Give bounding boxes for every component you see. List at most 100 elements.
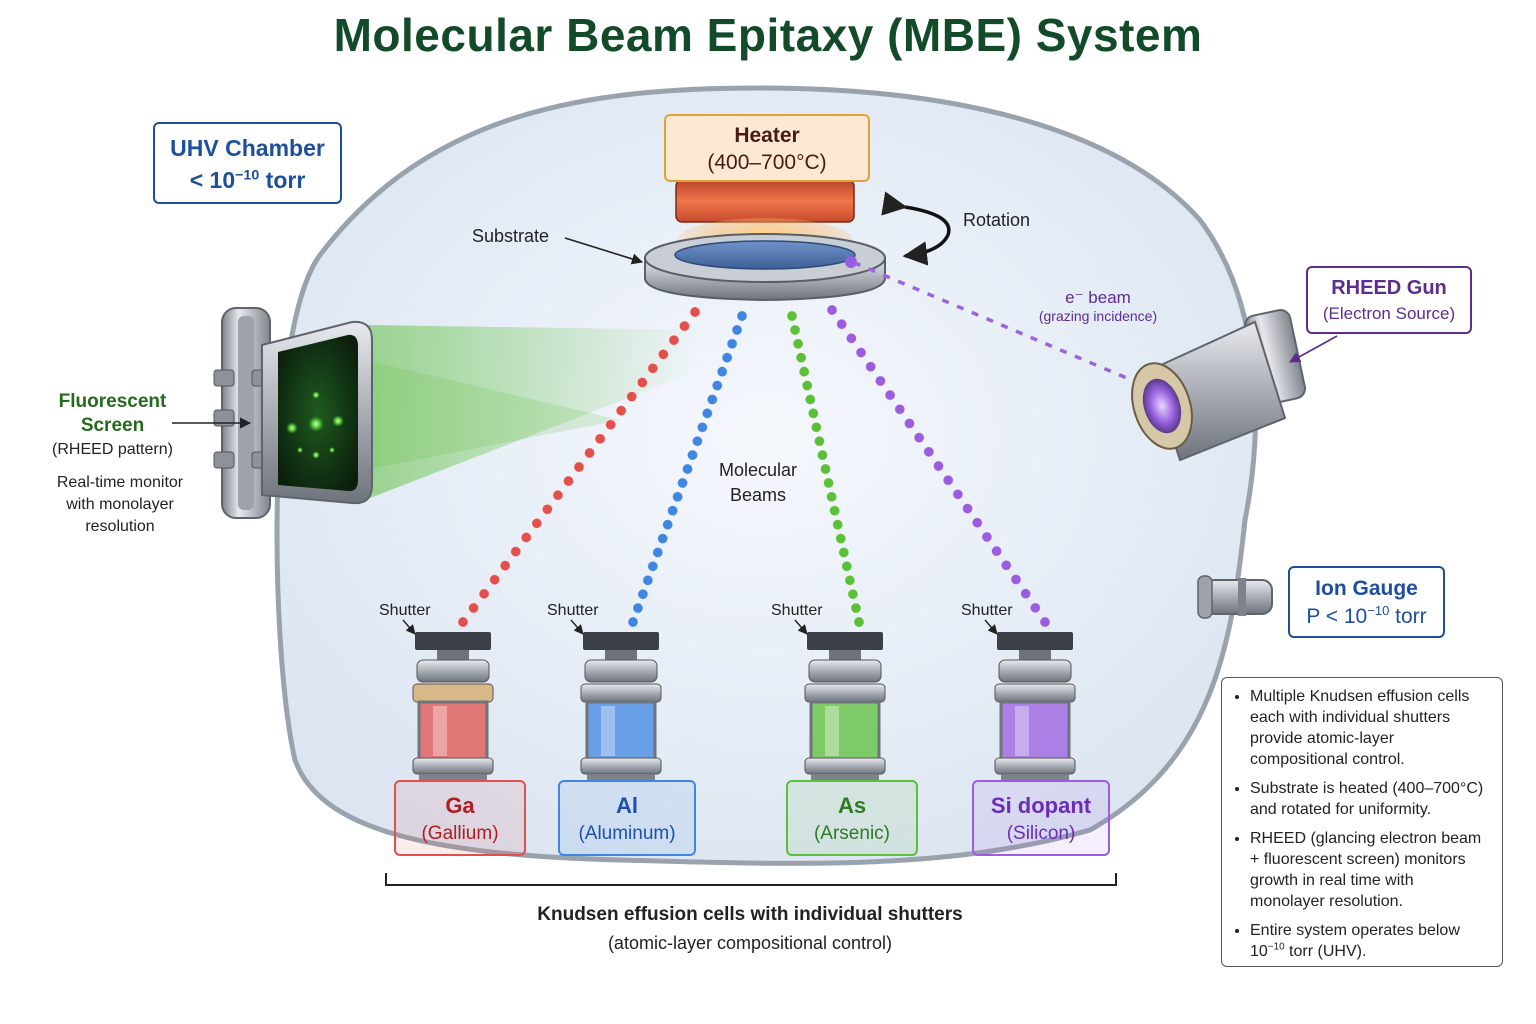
screen-desc-3: resolution: [85, 518, 155, 535]
rheed-gun-sub: (Electron Source): [1322, 304, 1456, 323]
beam-particle: [813, 435, 826, 447]
uhv-chamber-box: UHV Chamber < 10−10 torr: [153, 122, 342, 204]
beam-particle: [689, 306, 701, 318]
beam-particle: [942, 474, 954, 486]
effusion-cell: [804, 632, 886, 780]
beam-particle: [828, 505, 841, 517]
shutter-pointer: [794, 619, 808, 635]
beam-particle: [668, 334, 680, 346]
shutter-stem: [1019, 650, 1051, 660]
effusion-cell: [994, 632, 1076, 780]
beam-particle: [819, 463, 832, 475]
beam-particle: [676, 477, 689, 489]
beam-particle: [661, 518, 674, 531]
shutter-label: Shutter: [771, 602, 823, 619]
beam-particle: [627, 616, 639, 628]
shutter-stem: [829, 650, 861, 660]
beam-particle: [657, 348, 670, 360]
rotation-label: Rotation: [963, 210, 1031, 230]
uhv-chamber-pressure: < 10−10 torr: [189, 167, 306, 193]
beam-particle: [841, 560, 853, 573]
rheed-gun-device: [1131, 309, 1306, 462]
beam-particle: [499, 559, 511, 572]
beam-particle: [541, 503, 554, 515]
cell-bottom-flange: [412, 757, 494, 775]
beam-particle: [706, 393, 718, 406]
cell-rim: [804, 683, 886, 703]
beam-particle: [681, 463, 694, 475]
note-item: Multiple Knudsen effusion cells each wit…: [1250, 686, 1492, 770]
beam-particle: [716, 365, 728, 378]
beam-particle: [835, 532, 847, 545]
screen-desc-2: with monolayer: [66, 496, 174, 513]
cell-bottom-flange: [804, 757, 886, 775]
beam-particle: [594, 433, 606, 445]
element-symbol: Al: [616, 793, 638, 818]
beam-particle: [786, 310, 798, 322]
beam-particle: [573, 461, 585, 473]
beam-particle: [626, 390, 638, 403]
heater-label: Heater: [734, 124, 800, 147]
beam-particle: [562, 475, 575, 487]
crucible: [417, 700, 489, 762]
cell-top-flange: [584, 659, 658, 683]
element-symbol: Si dopant: [990, 793, 1092, 818]
cell-rim: [994, 683, 1076, 703]
heater-temp: (400–700°C): [707, 151, 827, 174]
screen-desc-1: Real-time monitor: [56, 474, 184, 491]
beam-particle: [701, 407, 714, 420]
rheed-gun-pointer: [1289, 335, 1338, 363]
shutter-plate: [583, 632, 659, 650]
beam-particle: [844, 574, 856, 586]
beam-particle: [637, 588, 649, 600]
beam-particle: [1039, 616, 1051, 628]
page-title: Molecular Beam Epitaxy (MBE) System: [333, 9, 1203, 61]
shutter-pointer: [402, 619, 416, 635]
beam-particle: [488, 574, 501, 586]
ion-gauge-device: [1197, 575, 1273, 619]
beam-particle: [913, 431, 925, 444]
beam-particle: [1000, 559, 1012, 571]
screen-sub: (RHEED pattern): [52, 441, 173, 458]
beam-particle: [990, 545, 1003, 557]
ebeam-label: e⁻ beam (grazing incidence): [1028, 288, 1168, 324]
element-box: As(Arsenic): [786, 780, 918, 856]
beam-particle: [822, 477, 835, 489]
rheed-diffraction-cone: [365, 325, 700, 500]
beam-particle: [711, 379, 723, 392]
beam-particle: [686, 449, 699, 461]
beam-particle: [807, 407, 820, 420]
molecular-beams-2: Beams: [729, 485, 787, 505]
screen-title-1: Fluorescent: [58, 391, 167, 412]
note-item: Substrate is heated (400–700°C) and rota…: [1250, 778, 1492, 820]
beam-particle: [721, 352, 733, 364]
beam-particle: [874, 375, 887, 387]
substrate-pointer: [564, 237, 644, 265]
beam-particle: [691, 435, 704, 447]
beam-particle: [826, 304, 838, 316]
beam-particle: [795, 352, 807, 364]
beam-particle: [731, 324, 743, 336]
beam-particle: [457, 616, 469, 628]
ion-gauge-label: Ion Gauge: [1315, 577, 1418, 600]
beam-particle: [810, 421, 823, 433]
beam-particle: [816, 449, 829, 461]
beam-particle: [847, 588, 859, 600]
beam-particle: [1019, 587, 1032, 600]
element-name: (Aluminum): [578, 823, 676, 844]
element-box: Ga(Gallium): [394, 780, 526, 856]
beam-particle: [831, 518, 844, 531]
beam-particle: [903, 417, 916, 430]
beam-particle: [726, 338, 738, 350]
ebeam-sub: (grazing incidence): [1038, 308, 1158, 324]
element-symbol: Ga: [445, 793, 475, 818]
effusion-cell: [412, 632, 494, 780]
cell-top-flange: [416, 659, 490, 683]
element-symbol: As: [837, 793, 867, 818]
beam-particle: [853, 616, 865, 628]
cells-caption-1: Knudsen effusion cells with individual s…: [537, 904, 963, 925]
beam-particle: [604, 419, 617, 431]
uhv-chamber-label: UHV Chamber: [170, 135, 325, 161]
note-item: RHEED (glancing electron beam + fluoresc…: [1250, 828, 1492, 912]
